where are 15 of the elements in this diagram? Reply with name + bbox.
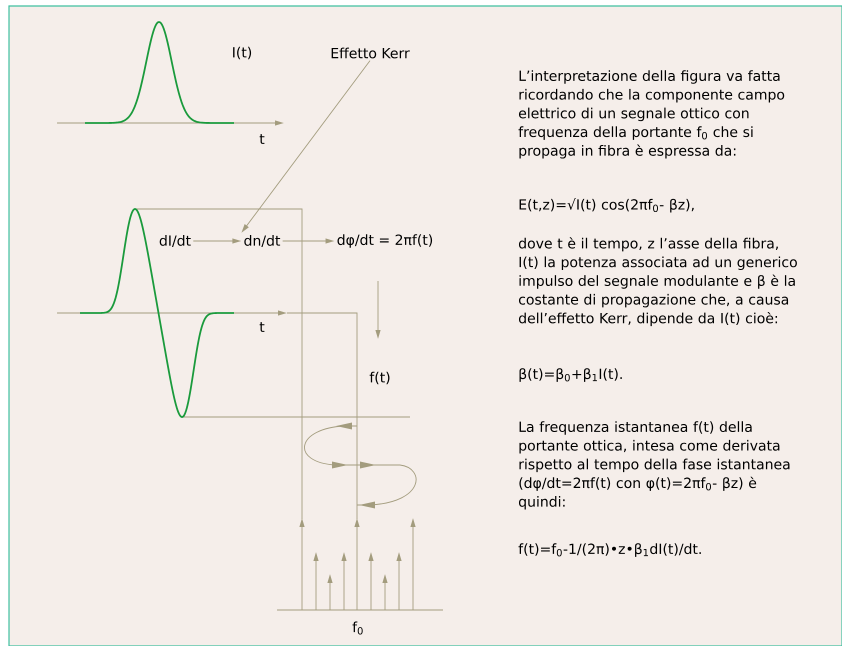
term-label: dφ/dt = 2πf(t) — [338, 234, 432, 248]
paragraph: dove t è il tempo, z l’asse della fibra, I(t) la potenza associata ad un generico impulso del segnale modulante e β è la costante di propagazione che, a causa dell’effetto Kerr, dipende da I(t) cioè: — [518, 237, 797, 326]
axis-label: f(t) — [370, 372, 390, 384]
term-label: dn/dt — [244, 235, 280, 247]
formula-text: E(t,z)=√I(t) cos(2πf$_{0}$- βz), — [520, 198, 694, 212]
axis-label: f$_{0}$ — [352, 621, 363, 635]
formula-text: f(t)=f$_{0}$-1/(2π)•z•β$_{1}$dI(t)/dt. — [518, 543, 701, 557]
paragraph: L’interpretazione della figura va fatta ricordando che la componente campo elettrico di un segnale ottico con frequenza della portante f$_{0}$ che si propaga in fibra è espressa da: — [518, 70, 784, 159]
axis-label: t — [260, 134, 264, 144]
axis-label: I(t) — [233, 46, 252, 60]
axis-label: t — [260, 322, 264, 332]
term-label: Effetto Kerr — [332, 48, 410, 58]
paragraph: La frequenza istantanea f(t) della portante ottica, intesa come derivata rispetto al tempo della fase istantanea (dφ/dt=2πf(t) con φ(t)=2πf$_{0}$- βz) è quindi: — [518, 421, 790, 510]
term-label: dI/dt — [160, 235, 191, 247]
formula-text: β(t)=β$_{0}$+β$_{1}$I(t). — [520, 368, 622, 382]
